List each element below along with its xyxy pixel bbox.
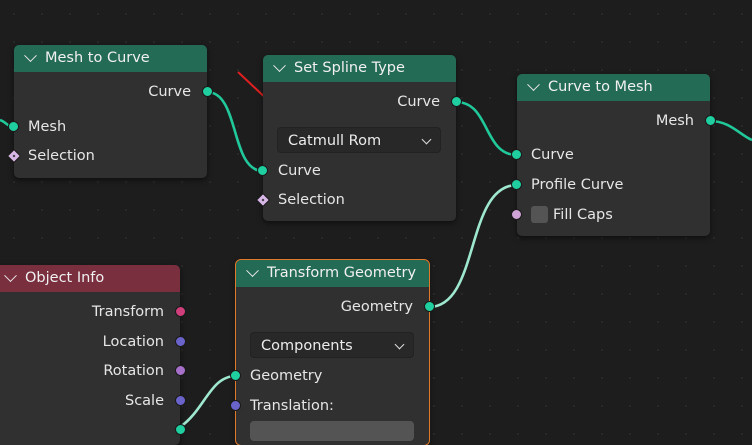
output-mesh-label: Mesh bbox=[655, 113, 694, 129]
output-rotation-label: Rotation bbox=[103, 363, 164, 379]
input-fill-caps-socket[interactable] bbox=[511, 209, 522, 220]
output-curve-socket[interactable] bbox=[202, 86, 213, 97]
output-rotation-socket[interactable] bbox=[175, 365, 186, 376]
output-location-socket[interactable] bbox=[175, 336, 186, 347]
node-title: Transform Geometry bbox=[267, 265, 417, 281]
node-set-spline-type[interactable]: Set Spline Type Curve Catmull Rom Curve … bbox=[255, 55, 462, 221]
node-header[interactable]: Curve to Mesh bbox=[517, 74, 710, 101]
node-title: Curve to Mesh bbox=[548, 79, 653, 95]
collapse-chevron-icon[interactable] bbox=[246, 264, 259, 278]
node-curve-to-mesh[interactable]: Curve to Mesh Mesh Curve Profile Curve F… bbox=[511, 74, 716, 236]
output-curve-label: Curve bbox=[397, 94, 440, 110]
output-scale-label: Scale bbox=[124, 393, 164, 409]
output-geometry-socket[interactable] bbox=[175, 424, 186, 435]
link-mesh-curve-to-spline-curve bbox=[206, 90, 264, 173]
fill-caps-checkbox[interactable] bbox=[531, 206, 548, 223]
input-selection-label: Selection bbox=[28, 148, 95, 164]
input-geometry-label: Geometry bbox=[250, 368, 323, 384]
node-header[interactable]: Transform Geometry bbox=[236, 260, 429, 287]
collapse-chevron-icon[interactable] bbox=[273, 59, 286, 73]
node-header[interactable]: Object Info bbox=[0, 265, 180, 292]
output-curve-label: Curve bbox=[148, 84, 191, 100]
input-curve-socket[interactable] bbox=[257, 165, 268, 176]
output-transform-socket[interactable] bbox=[175, 306, 186, 317]
input-translation-label: Translation: bbox=[250, 398, 334, 414]
spline-type-dropdown[interactable]: Catmull Rom bbox=[277, 127, 441, 153]
node-transform-geometry[interactable]: Transform Geometry Geometry Components G… bbox=[230, 259, 435, 445]
input-selection-socket[interactable] bbox=[6, 148, 22, 164]
collapse-chevron-icon[interactable] bbox=[4, 269, 17, 283]
output-scale-socket[interactable] bbox=[175, 395, 186, 406]
output-geometry-label: Geometry bbox=[340, 299, 413, 315]
node-title: Mesh to Curve bbox=[45, 50, 150, 66]
spline-type-value: Catmull Rom bbox=[288, 133, 382, 149]
input-curve-socket[interactable] bbox=[511, 149, 522, 160]
output-location-label: Location bbox=[102, 334, 164, 350]
input-translation-socket[interactable] bbox=[230, 400, 241, 411]
output-mesh-socket[interactable] bbox=[705, 115, 716, 126]
link-geometry-input bbox=[179, 374, 237, 427]
node-header[interactable]: Set Spline Type bbox=[263, 55, 456, 82]
input-profile-curve-socket[interactable] bbox=[511, 179, 522, 190]
mode-value: Components bbox=[261, 338, 353, 354]
output-transform-label: Transform bbox=[91, 304, 164, 320]
input-profile-curve-label: Profile Curve bbox=[531, 177, 624, 193]
output-curve-socket[interactable] bbox=[451, 96, 462, 107]
translation-x-field[interactable] bbox=[250, 421, 414, 441]
input-curve-label: Curve bbox=[278, 163, 321, 179]
input-mesh-socket[interactable] bbox=[8, 121, 19, 132]
node-object-info[interactable]: Object Info Transform Location Rotation … bbox=[0, 265, 186, 445]
mode-dropdown[interactable]: Components bbox=[250, 332, 414, 358]
input-selection-label: Selection bbox=[278, 192, 345, 208]
input-geometry-socket[interactable] bbox=[230, 370, 241, 381]
link-curve-to-mesh-out bbox=[709, 119, 752, 142]
node-title: Set Spline Type bbox=[294, 60, 405, 76]
collapse-chevron-icon[interactable] bbox=[24, 49, 37, 63]
collapse-chevron-icon[interactable] bbox=[527, 78, 540, 92]
output-geometry-socket[interactable] bbox=[424, 301, 435, 312]
input-curve-label: Curve bbox=[531, 147, 574, 163]
input-selection-socket[interactable] bbox=[255, 192, 271, 208]
input-fill-caps-label: Fill Caps bbox=[553, 207, 613, 223]
node-mesh-to-curve[interactable]: Mesh to Curve Curve Mesh Selection bbox=[6, 45, 213, 178]
chevron-down-icon bbox=[421, 134, 432, 145]
node-title: Object Info bbox=[25, 270, 105, 286]
link-spline-curve-to-mesh-curve bbox=[455, 100, 518, 157]
node-header[interactable]: Mesh to Curve bbox=[14, 45, 207, 72]
chevron-down-icon bbox=[394, 339, 405, 350]
input-mesh-label: Mesh bbox=[28, 119, 67, 135]
